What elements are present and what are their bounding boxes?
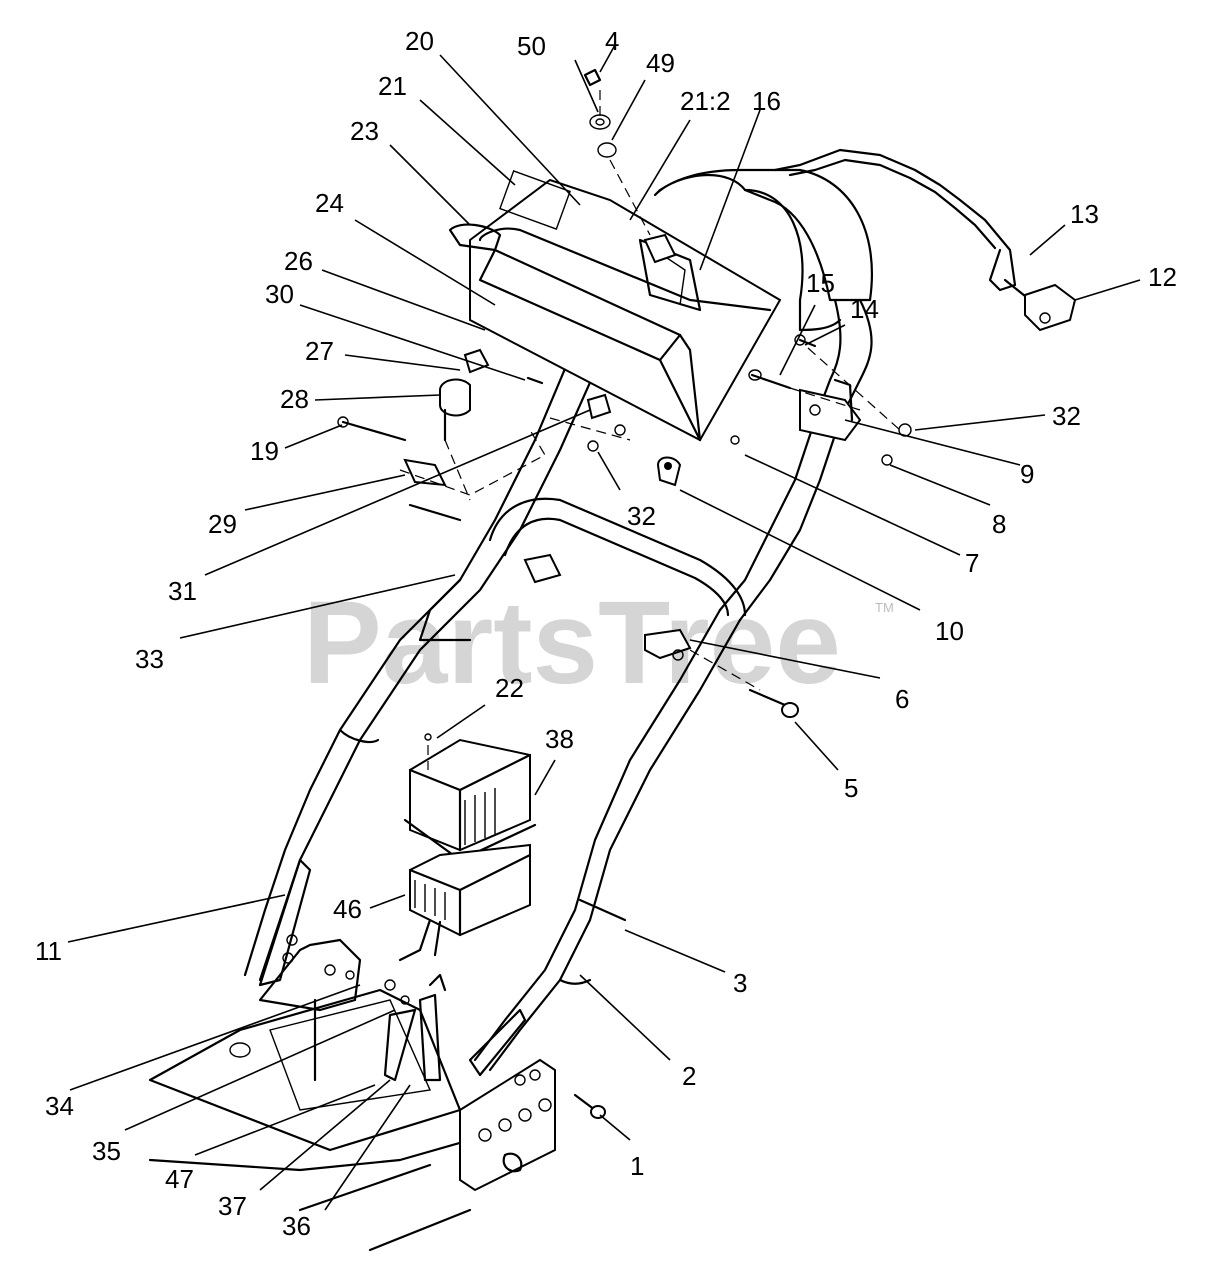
callout-10: 10 <box>935 616 964 646</box>
deck-plate <box>148 938 472 1252</box>
callout-37: 37 <box>218 1191 247 1221</box>
battery <box>398 843 532 962</box>
callout-26: 26 <box>284 246 313 276</box>
callout-21-2: 21:2 <box>680 86 731 116</box>
wheel-bracket <box>459 1058 606 1192</box>
callout-27: 27 <box>305 336 334 366</box>
watermark: PartsTree <box>303 577 841 709</box>
callout-32-right: 32 <box>1052 401 1081 431</box>
handle-frame <box>468 168 873 1077</box>
callout-38: 38 <box>545 724 574 754</box>
callout-28: 28 <box>280 384 309 414</box>
callout-22: 22 <box>495 673 524 703</box>
callout-35: 35 <box>92 1136 121 1166</box>
callout-20: 20 <box>405 26 434 56</box>
callout-24: 24 <box>315 188 344 218</box>
callout-23: 23 <box>350 116 379 146</box>
callout-14: 14 <box>850 294 879 324</box>
battery-charger <box>403 738 537 862</box>
callout-6: 6 <box>895 684 909 714</box>
lower-handle-left <box>243 343 602 987</box>
callout-36: 36 <box>282 1211 311 1241</box>
control-panel <box>448 170 782 442</box>
callout-46: 46 <box>333 894 362 924</box>
callout-31: 31 <box>168 576 197 606</box>
assembly-lines <box>399 90 901 770</box>
callout-8: 8 <box>992 509 1006 539</box>
hardware <box>337 68 912 922</box>
callout-49: 49 <box>646 48 675 78</box>
callout-33: 33 <box>135 644 164 674</box>
callout-32-mid: 32 <box>627 501 656 531</box>
callout-12: 12 <box>1148 262 1177 292</box>
callout-3: 3 <box>733 968 747 998</box>
lower-handle-bend <box>418 497 747 642</box>
callout-34: 34 <box>45 1091 74 1121</box>
callout-4: 4 <box>605 26 619 56</box>
callout-5: 5 <box>844 773 858 803</box>
callout-11: 11 <box>35 936 62 966</box>
callout-30: 30 <box>265 279 294 309</box>
leader-lines <box>67 44 1141 1211</box>
callout-21: 21 <box>378 71 407 101</box>
callout-29: 29 <box>208 509 237 539</box>
callout-2: 2 <box>682 1061 696 1091</box>
callout-13: 13 <box>1070 199 1099 229</box>
callout-16: 16 <box>752 86 781 116</box>
callout-1: 1 <box>630 1151 644 1181</box>
callout-9: 9 <box>1020 459 1034 489</box>
watermark-trademark: TM <box>875 600 894 615</box>
bracket <box>799 378 862 442</box>
callout-7: 7 <box>965 548 979 578</box>
callout-15: 15 <box>806 268 835 298</box>
callout-47: 47 <box>165 1164 194 1194</box>
callout-50: 50 <box>517 31 546 61</box>
latch-block <box>1024 283 1077 332</box>
callout-labels: 20 21 23 24 26 30 27 28 19 29 31 32 33 5… <box>35 26 1177 1241</box>
callout-19: 19 <box>250 436 279 466</box>
